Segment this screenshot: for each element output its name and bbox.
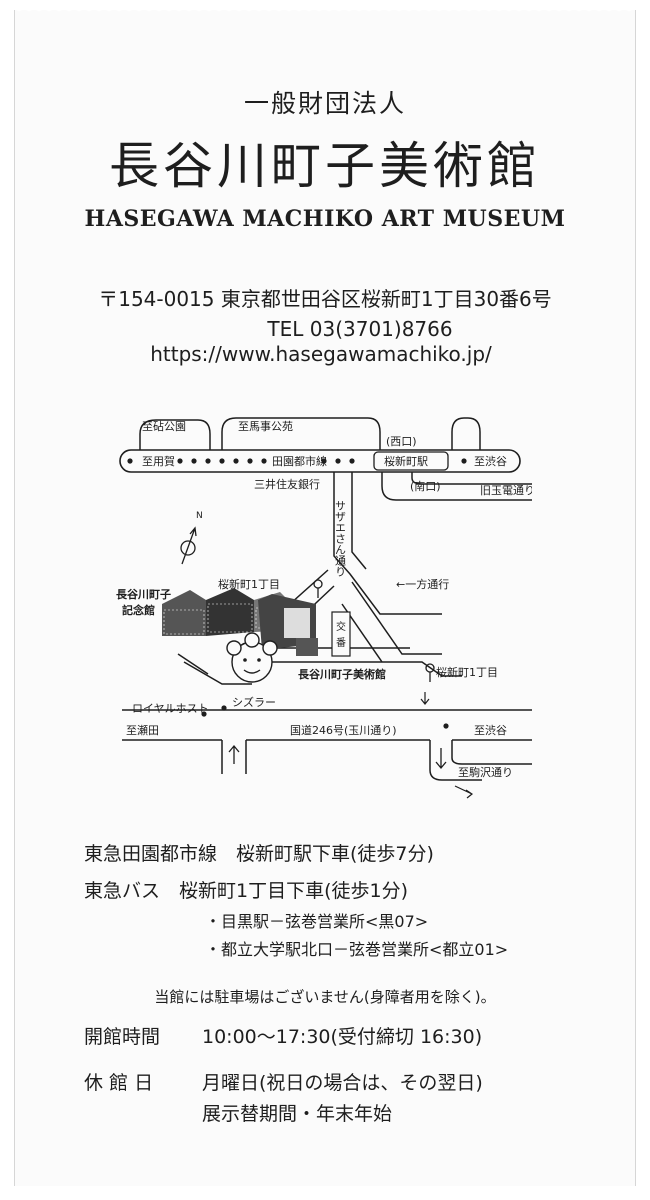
telephone-number: TEL 03(3701)8766	[267, 317, 453, 341]
north-compass-icon: N	[180, 511, 203, 565]
sazae-san-character-icon	[226, 632, 278, 683]
svg-text:ロイヤルホスト: ロイヤルホスト	[132, 702, 209, 715]
svg-text:桜新町駅: 桜新町駅	[384, 454, 428, 468]
closed-days-extra: 展示替期間・年末年始	[202, 1103, 393, 1125]
svg-text:(南口): (南口)	[410, 480, 441, 493]
museum-title-japanese: 長谷川町子美術館	[109, 137, 541, 195]
closed-days-label: 休 館 日	[84, 1072, 154, 1094]
access-by-train: 東急田園都市線 桜新町駅下車(徒歩7分)	[84, 843, 434, 865]
organization-type: 一般財団法人	[243, 89, 406, 118]
perforated-edge-top	[14, 8, 634, 18]
pamphlet-card	[14, 10, 636, 1186]
museum-title-english: HASEGAWA MACHIKO ART MUSEUM	[84, 206, 566, 232]
svg-text:シズラー: シズラー	[232, 695, 276, 709]
svg-text:長谷川町子美術館: 長谷川町子美術館	[298, 667, 386, 681]
svg-text:三井住友銀行: 三井住友銀行	[254, 477, 320, 491]
svg-text:至馬事公苑: 至馬事公苑	[238, 420, 293, 433]
opening-hours-value: 10:00～17:30(受付締切 16:30)	[202, 1026, 483, 1048]
parking-note: 当館には駐車場はございません(身障者用を除く)。	[154, 988, 496, 1006]
postal-address: 〒154-0015 東京都世田谷区桜新町1丁目30番6号	[98, 287, 552, 311]
svg-text:番: 番	[336, 637, 346, 649]
svg-text:至渋谷: 至渋谷	[474, 724, 507, 737]
svg-text:←一方通行: ←一方通行	[396, 577, 449, 591]
svg-text:至用賀: 至用賀	[142, 455, 175, 468]
svg-text:N: N	[196, 511, 203, 521]
svg-text:長谷川町子: 長谷川町子	[116, 587, 171, 601]
museum-building	[258, 594, 318, 656]
svg-text:記念館: 記念館	[122, 603, 155, 617]
svg-text:田園都市線: 田園都市線	[272, 454, 327, 468]
svg-text:桜新町1丁目: 桜新町1丁目	[218, 577, 280, 591]
perforated-edge-bottom	[14, 1184, 634, 1194]
opening-hours-label: 開館時間	[84, 1026, 161, 1048]
svg-text:旧玉電通り: 旧玉電通り	[480, 484, 532, 497]
svg-text:交: 交	[336, 620, 346, 633]
svg-text:至渋谷: 至渋谷	[474, 455, 507, 468]
access-map: N 至砧公園 至馬事公苑 至用賀 田園都市線 (西口) 桜新町駅 至渋谷 三井住…	[116, 417, 532, 799]
bus-route-1: ・目黒駅－弦巻営業所<黒07>	[205, 912, 429, 931]
website-link[interactable]: https://www.hasegawamachiko.jp/	[150, 342, 492, 366]
closed-days-value: 月曜日(祝日の場合は、その翌日)	[202, 1072, 483, 1094]
svg-text:至瀬田: 至瀬田	[126, 723, 159, 737]
svg-text:至駒沢通り: 至駒沢通り	[458, 765, 513, 779]
svg-text:国道246号(玉川通り): 国道246号(玉川通り)	[290, 723, 397, 737]
svg-text:サザエさん通り: サザエさん通り	[334, 500, 347, 577]
access-by-bus: 東急バス 桜新町1丁目下車(徒歩1分)	[84, 880, 409, 902]
svg-text:桜新町1丁目: 桜新町1丁目	[436, 665, 498, 679]
bus-route-2: ・都立大学駅北口－弦巻営業所<都立01>	[205, 940, 509, 959]
svg-text:至砧公園: 至砧公園	[142, 419, 186, 433]
svg-text:(西口): (西口)	[386, 435, 417, 448]
